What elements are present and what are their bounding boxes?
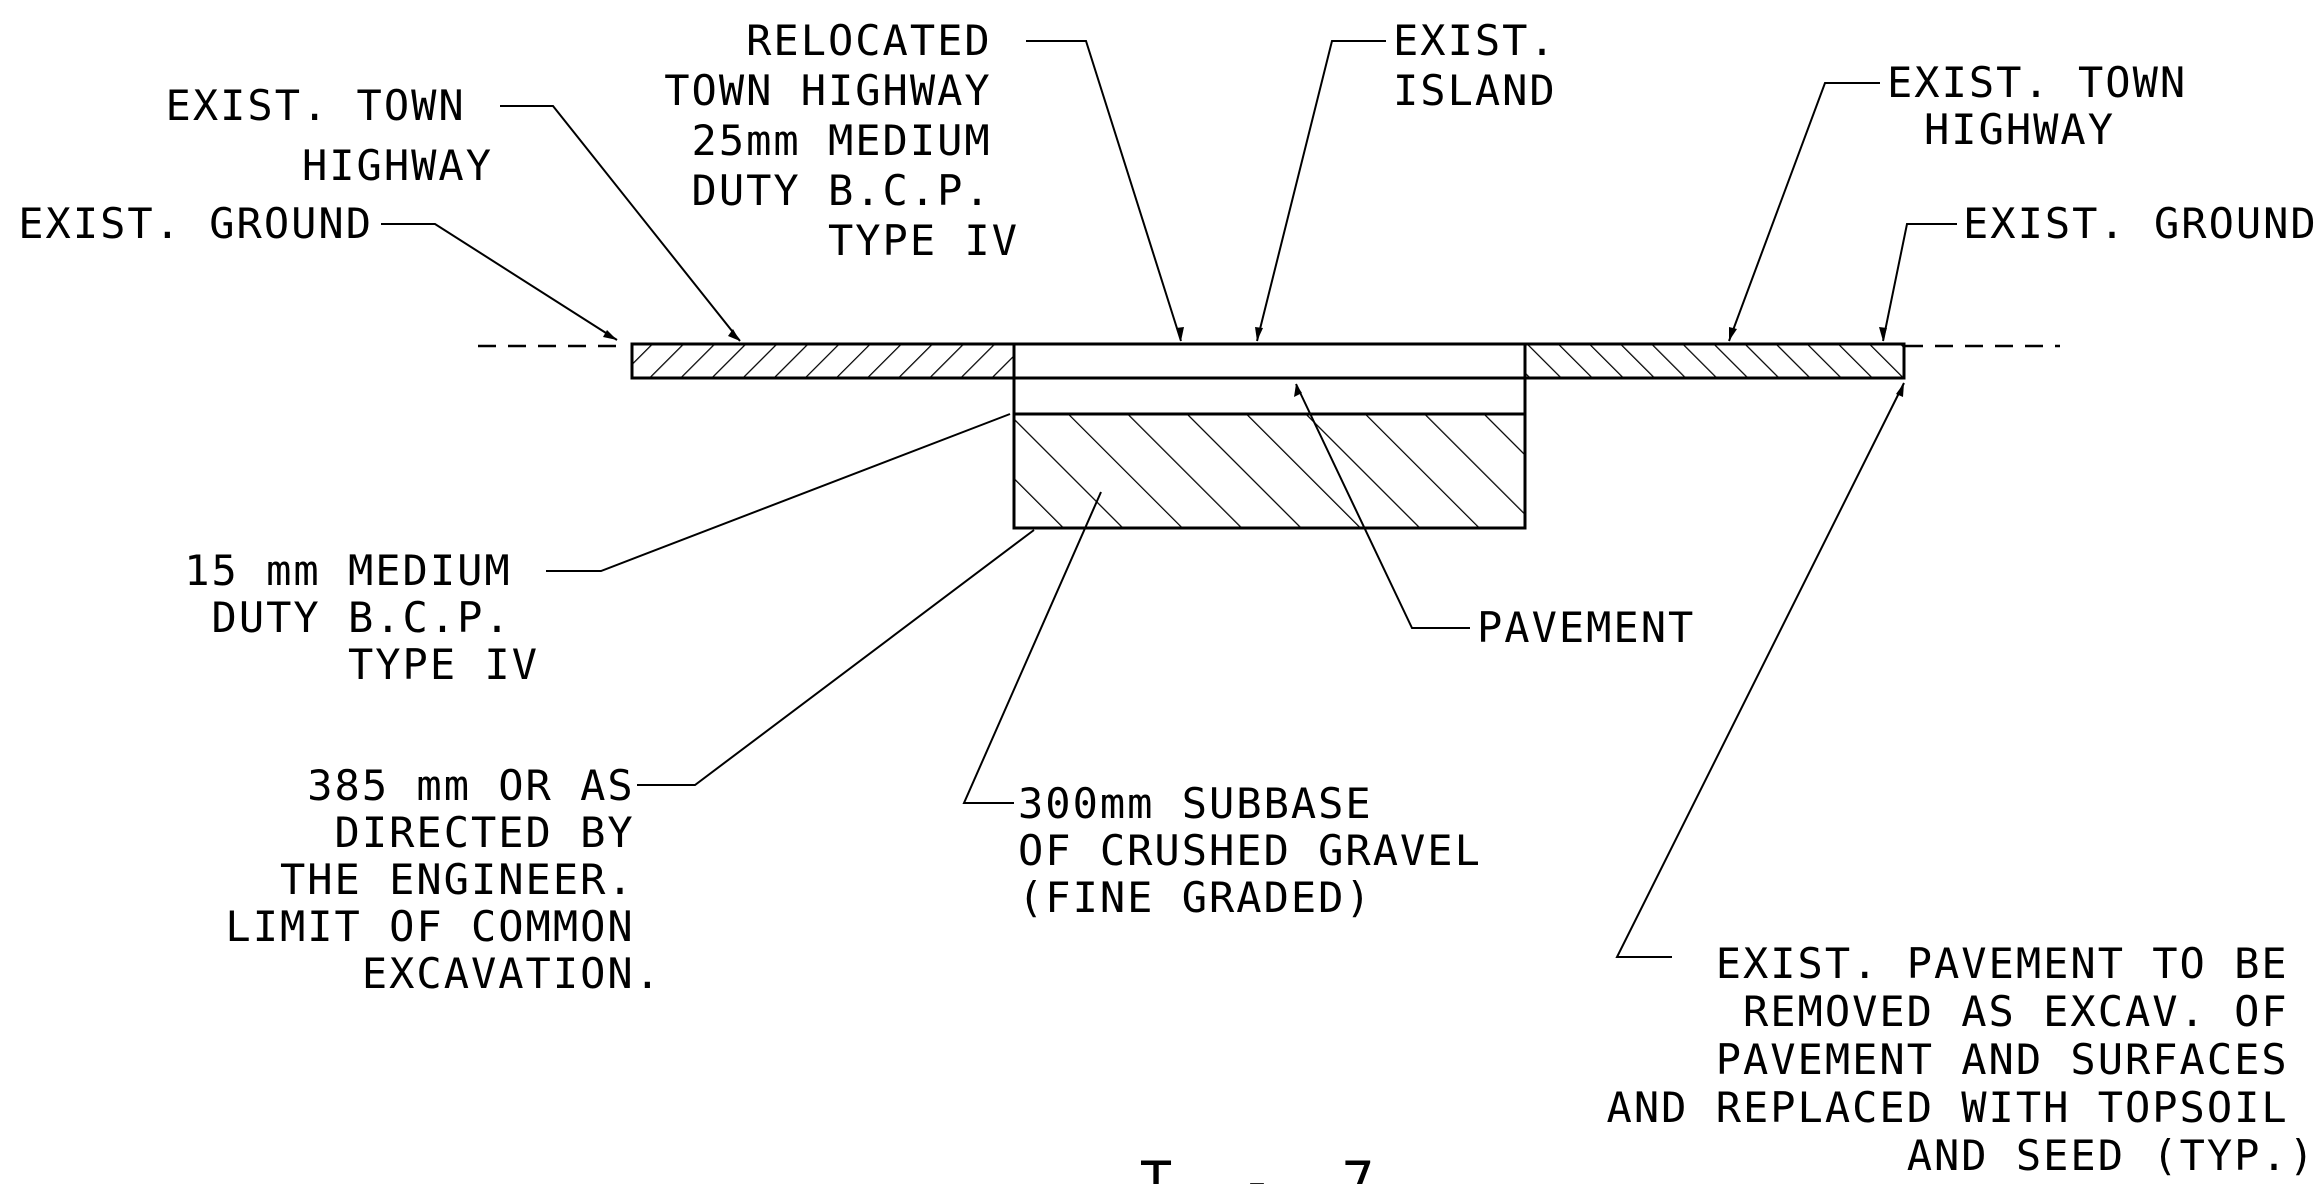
subbase-block: [1012, 412, 1527, 530]
label-exist-island: EXIST. ISLAND: [1393, 16, 1584, 115]
leader-exist-highway-right: [1728, 82, 1880, 342]
leader-subbase: [962, 491, 1102, 804]
arrowhead: [1176, 327, 1184, 341]
leader-exist-ground-right: [1882, 223, 1957, 342]
arrowhead: [728, 329, 740, 341]
label-relocated-highway: RELOCATED TOWN HIGHWAY 25mm MEDIUM DUTY …: [664, 16, 1019, 265]
leader-exist-pavement-removed: [1615, 382, 1905, 958]
exist-highway-left-slab: [630, 342, 1016, 380]
label-exist-highway-right: EXIST. TOWN HIGHWAY: [1887, 58, 2214, 154]
pavement-base-layer: [1012, 376, 1527, 416]
arrowhead: [603, 330, 617, 340]
label-limit-excavation: 385 mm OR AS DIRECTED BY THE ENGINEER. L…: [225, 761, 662, 998]
leader-15mm-medium: [546, 413, 1011, 572]
exist-highway-right-slab: [1523, 342, 1906, 380]
leader-pavement: [1295, 383, 1470, 629]
label-exist-ground-left: EXIST. GROUND: [18, 199, 373, 248]
arrowhead: [1255, 327, 1263, 341]
label-subbase: 300mm SUBBASE OF CRUSHED GRAVEL (FINE GR…: [1018, 779, 1509, 922]
leader-exist-highway-left: [500, 105, 741, 342]
drawing-id: T - 7: [1140, 1150, 1393, 1184]
label-exist-ground-right: EXIST. GROUND: [1963, 199, 2318, 248]
label-15mm-medium-duty: 15 mm MEDIUM DUTY B.C.P. TYPE IV: [184, 546, 539, 689]
arrowhead: [1896, 383, 1904, 397]
arrowhead: [1294, 384, 1302, 397]
label-pavement: PAVEMENT: [1477, 603, 1695, 652]
leader-limit-excavation: [637, 529, 1035, 786]
arrowhead: [1879, 327, 1887, 341]
arrowhead: [1729, 327, 1737, 341]
leader-exist-ground-left: [381, 223, 618, 341]
leader-relocated-highway: [1026, 40, 1182, 342]
label-exist-highway-left: EXIST. TOWN HIGHWAY: [166, 81, 493, 190]
leader-exist-island: [1256, 40, 1386, 342]
label-exist-pavement-removed: EXIST. PAVEMENT TO BE REMOVED AS EXCAV. …: [1607, 939, 2316, 1180]
pavement-top-layer: [1012, 342, 1527, 380]
